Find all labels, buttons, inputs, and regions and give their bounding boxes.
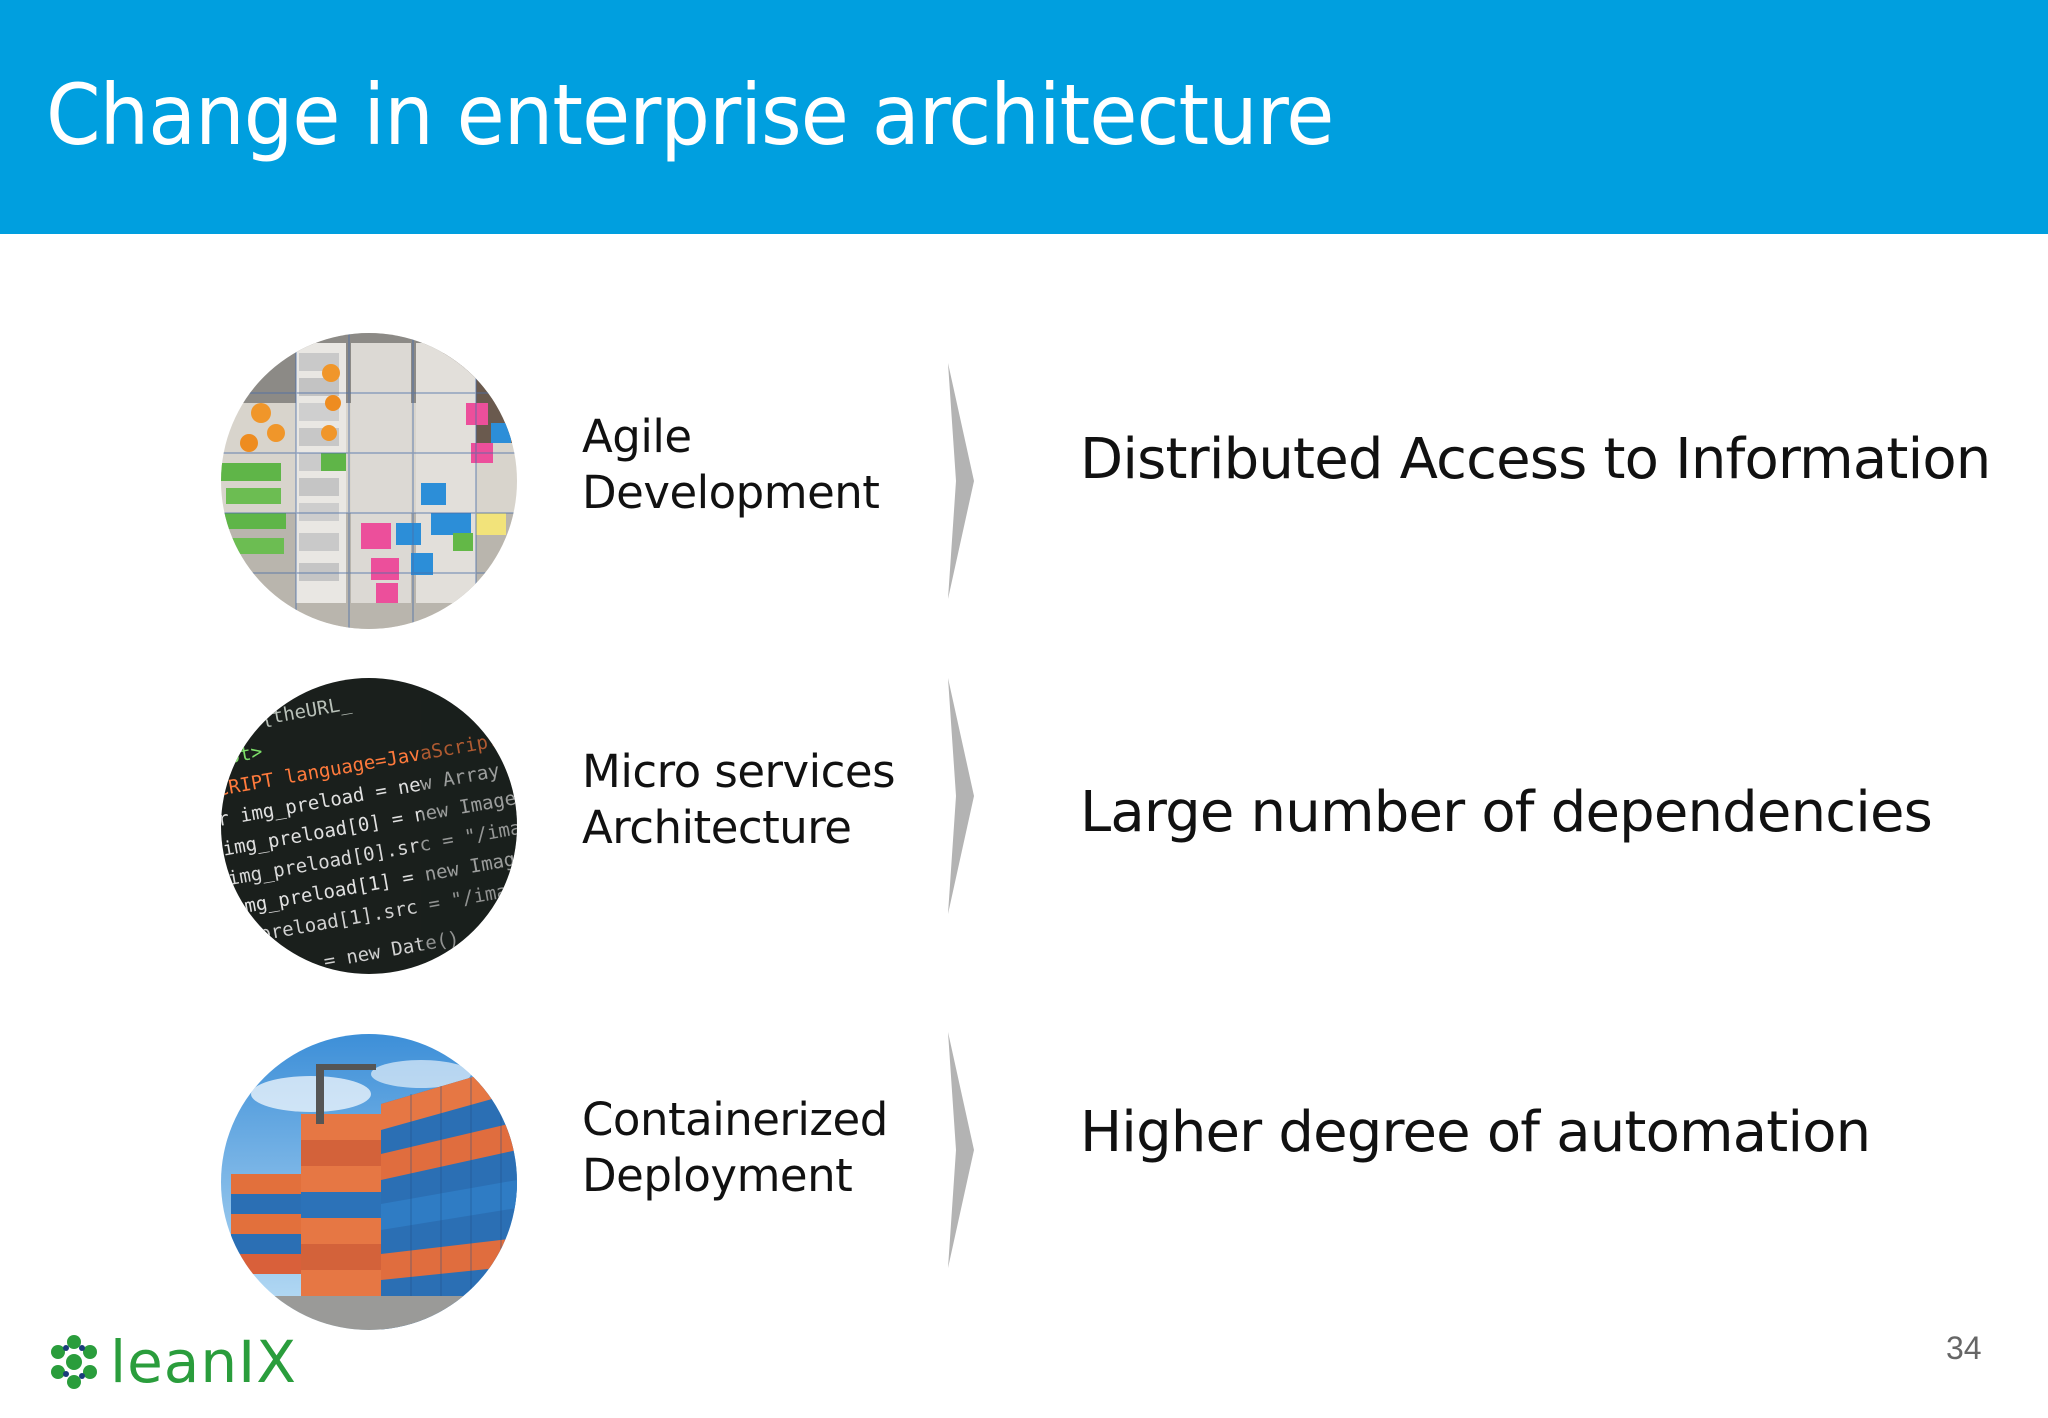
label-line-1: Containerized [582,1093,888,1146]
result-distributed-access: Distributed Access to Information [1080,427,1991,492]
chevron-right-icon [948,1032,974,1268]
result-automation: Higher degree of automation [1080,1100,1871,1165]
leanix-logo-icon [51,1335,97,1389]
label-line-2: Development [582,466,880,519]
label-line-1: Micro services [582,745,896,798]
logo-text: leanIX [110,1328,297,1396]
leanix-logo: leanIX [46,1330,297,1394]
source-code-icon: {theURL_ ipt> CRIPT language=JavaScript … [221,678,517,974]
label-line-1: Agile [582,410,692,463]
chevron-right-icon [948,678,974,914]
label-agile-development: Agile Development [582,409,880,521]
kanban-board-icon [221,333,517,629]
chevron-right-icon [948,363,974,599]
header-bar: Change in enterprise architecture [0,0,2048,234]
label-containerized-deployment: Containerized Deployment [582,1092,888,1204]
label-micro-services: Micro services Architecture [582,744,896,856]
shipping-containers-icon [221,1034,517,1330]
page-number: 34 [1946,1330,1982,1366]
result-dependencies: Large number of dependencies [1080,780,1933,845]
slide-title: Change in enterprise architecture [46,66,1334,164]
label-line-2: Architecture [582,801,852,854]
label-line-2: Deployment [582,1149,853,1202]
